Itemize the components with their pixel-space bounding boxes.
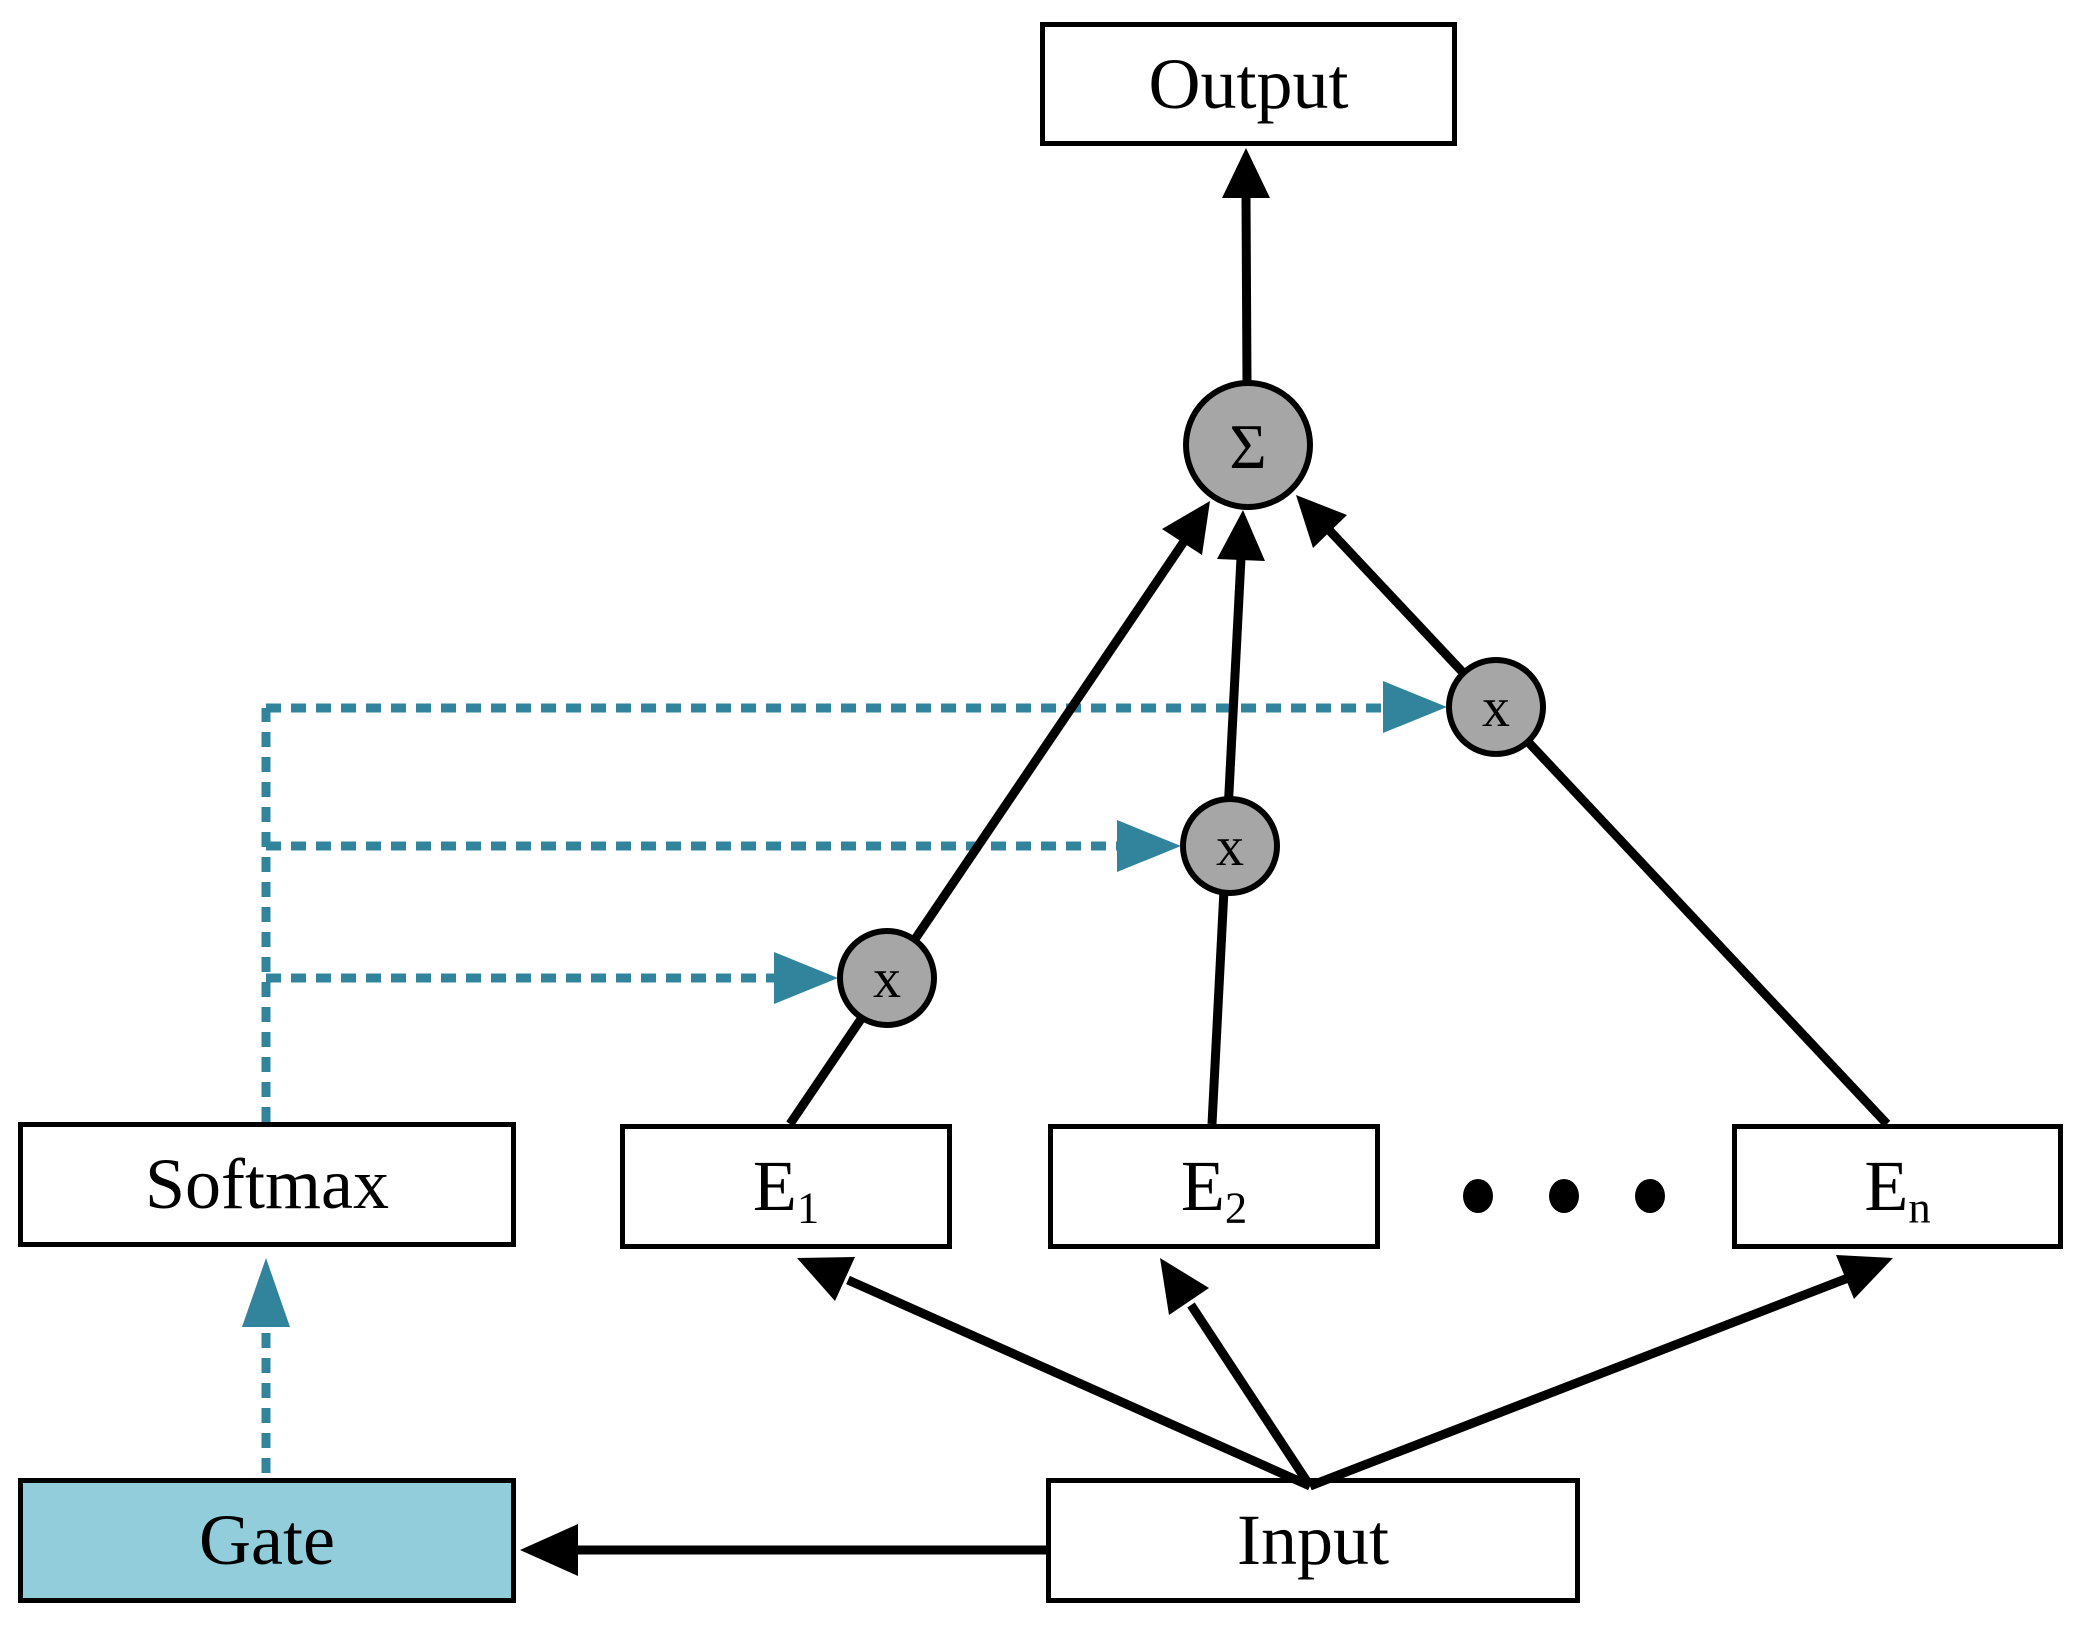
- gating-arrowhead-e2: [1117, 820, 1181, 872]
- gating-dashed-lines: [261, 703, 1390, 1473]
- input-label: Input: [1237, 1500, 1389, 1580]
- ellipsis-dot-3: [1635, 1179, 1665, 1213]
- expert-en-label: En: [1864, 1146, 1931, 1233]
- softmax-box: Softmax: [18, 1122, 516, 1247]
- en-to-sum-arrowhead: [1296, 495, 1347, 548]
- sum-node-symbol: Σ: [1229, 411, 1266, 482]
- e2-to-sum-arrowhead: [1217, 510, 1265, 561]
- expert-box-e1: E1: [620, 1124, 952, 1249]
- multiply-node-e2-symbol: x: [1216, 816, 1244, 878]
- multiply-node-e2-circle: [1180, 796, 1280, 896]
- gating-arrowhead-e1: [774, 952, 838, 1004]
- softmax-label: Softmax: [145, 1144, 389, 1224]
- input-to-en-line: [1308, 1273, 1850, 1491]
- input-to-e1-line: [846, 1275, 1312, 1491]
- input-to-e1-arrowhead: [797, 1257, 855, 1301]
- multiply-node-en-symbol: x: [1482, 677, 1510, 739]
- operation-nodes: [837, 380, 1546, 1028]
- en-to-sum-line: [1326, 527, 1891, 1128]
- signal-arrowheads: [520, 148, 1893, 1576]
- expert-e2-label: E2: [1180, 1146, 1248, 1233]
- sum-to-output-arrowhead: [1222, 148, 1270, 198]
- multiply-node-e1-symbol: x: [873, 948, 901, 1010]
- e1-to-sum-arrowhead: [1162, 501, 1210, 555]
- e1-to-sum-line: [786, 537, 1189, 1127]
- expert-box-en: En: [1732, 1124, 2063, 1249]
- input-to-en-arrowhead: [1836, 1255, 1893, 1299]
- e2-to-sum-line: [1207, 557, 1246, 1125]
- ellipsis-dot-2: [1549, 1179, 1579, 1213]
- signal-lines: [578, 195, 1891, 1555]
- sum-to-output-line: [1241, 195, 1252, 384]
- ellipsis-dots: [1463, 1179, 1665, 1213]
- multiply-node-e1-circle: [837, 928, 937, 1028]
- expert-box-e2: E2: [1048, 1124, 1380, 1249]
- input-to-e2-arrowhead: [1160, 1258, 1209, 1315]
- multiply-node-en-circle: [1446, 657, 1546, 757]
- ellipsis-dot-1: [1463, 1179, 1493, 1213]
- gating-arrowhead-en: [1383, 681, 1447, 733]
- input-box: Input: [1046, 1478, 1580, 1603]
- output-box: Output: [1040, 22, 1457, 146]
- gate-to-softmax-arrowhead: [242, 1258, 290, 1327]
- input-to-e2-line: [1187, 1302, 1314, 1489]
- gate-box: Gate: [18, 1478, 516, 1603]
- gate-label: Gate: [199, 1500, 335, 1580]
- sum-node-circle: [1183, 380, 1313, 510]
- input-to-gate-arrowhead: [520, 1524, 578, 1576]
- output-label: Output: [1148, 43, 1349, 124]
- expert-e1-label: E1: [752, 1146, 820, 1233]
